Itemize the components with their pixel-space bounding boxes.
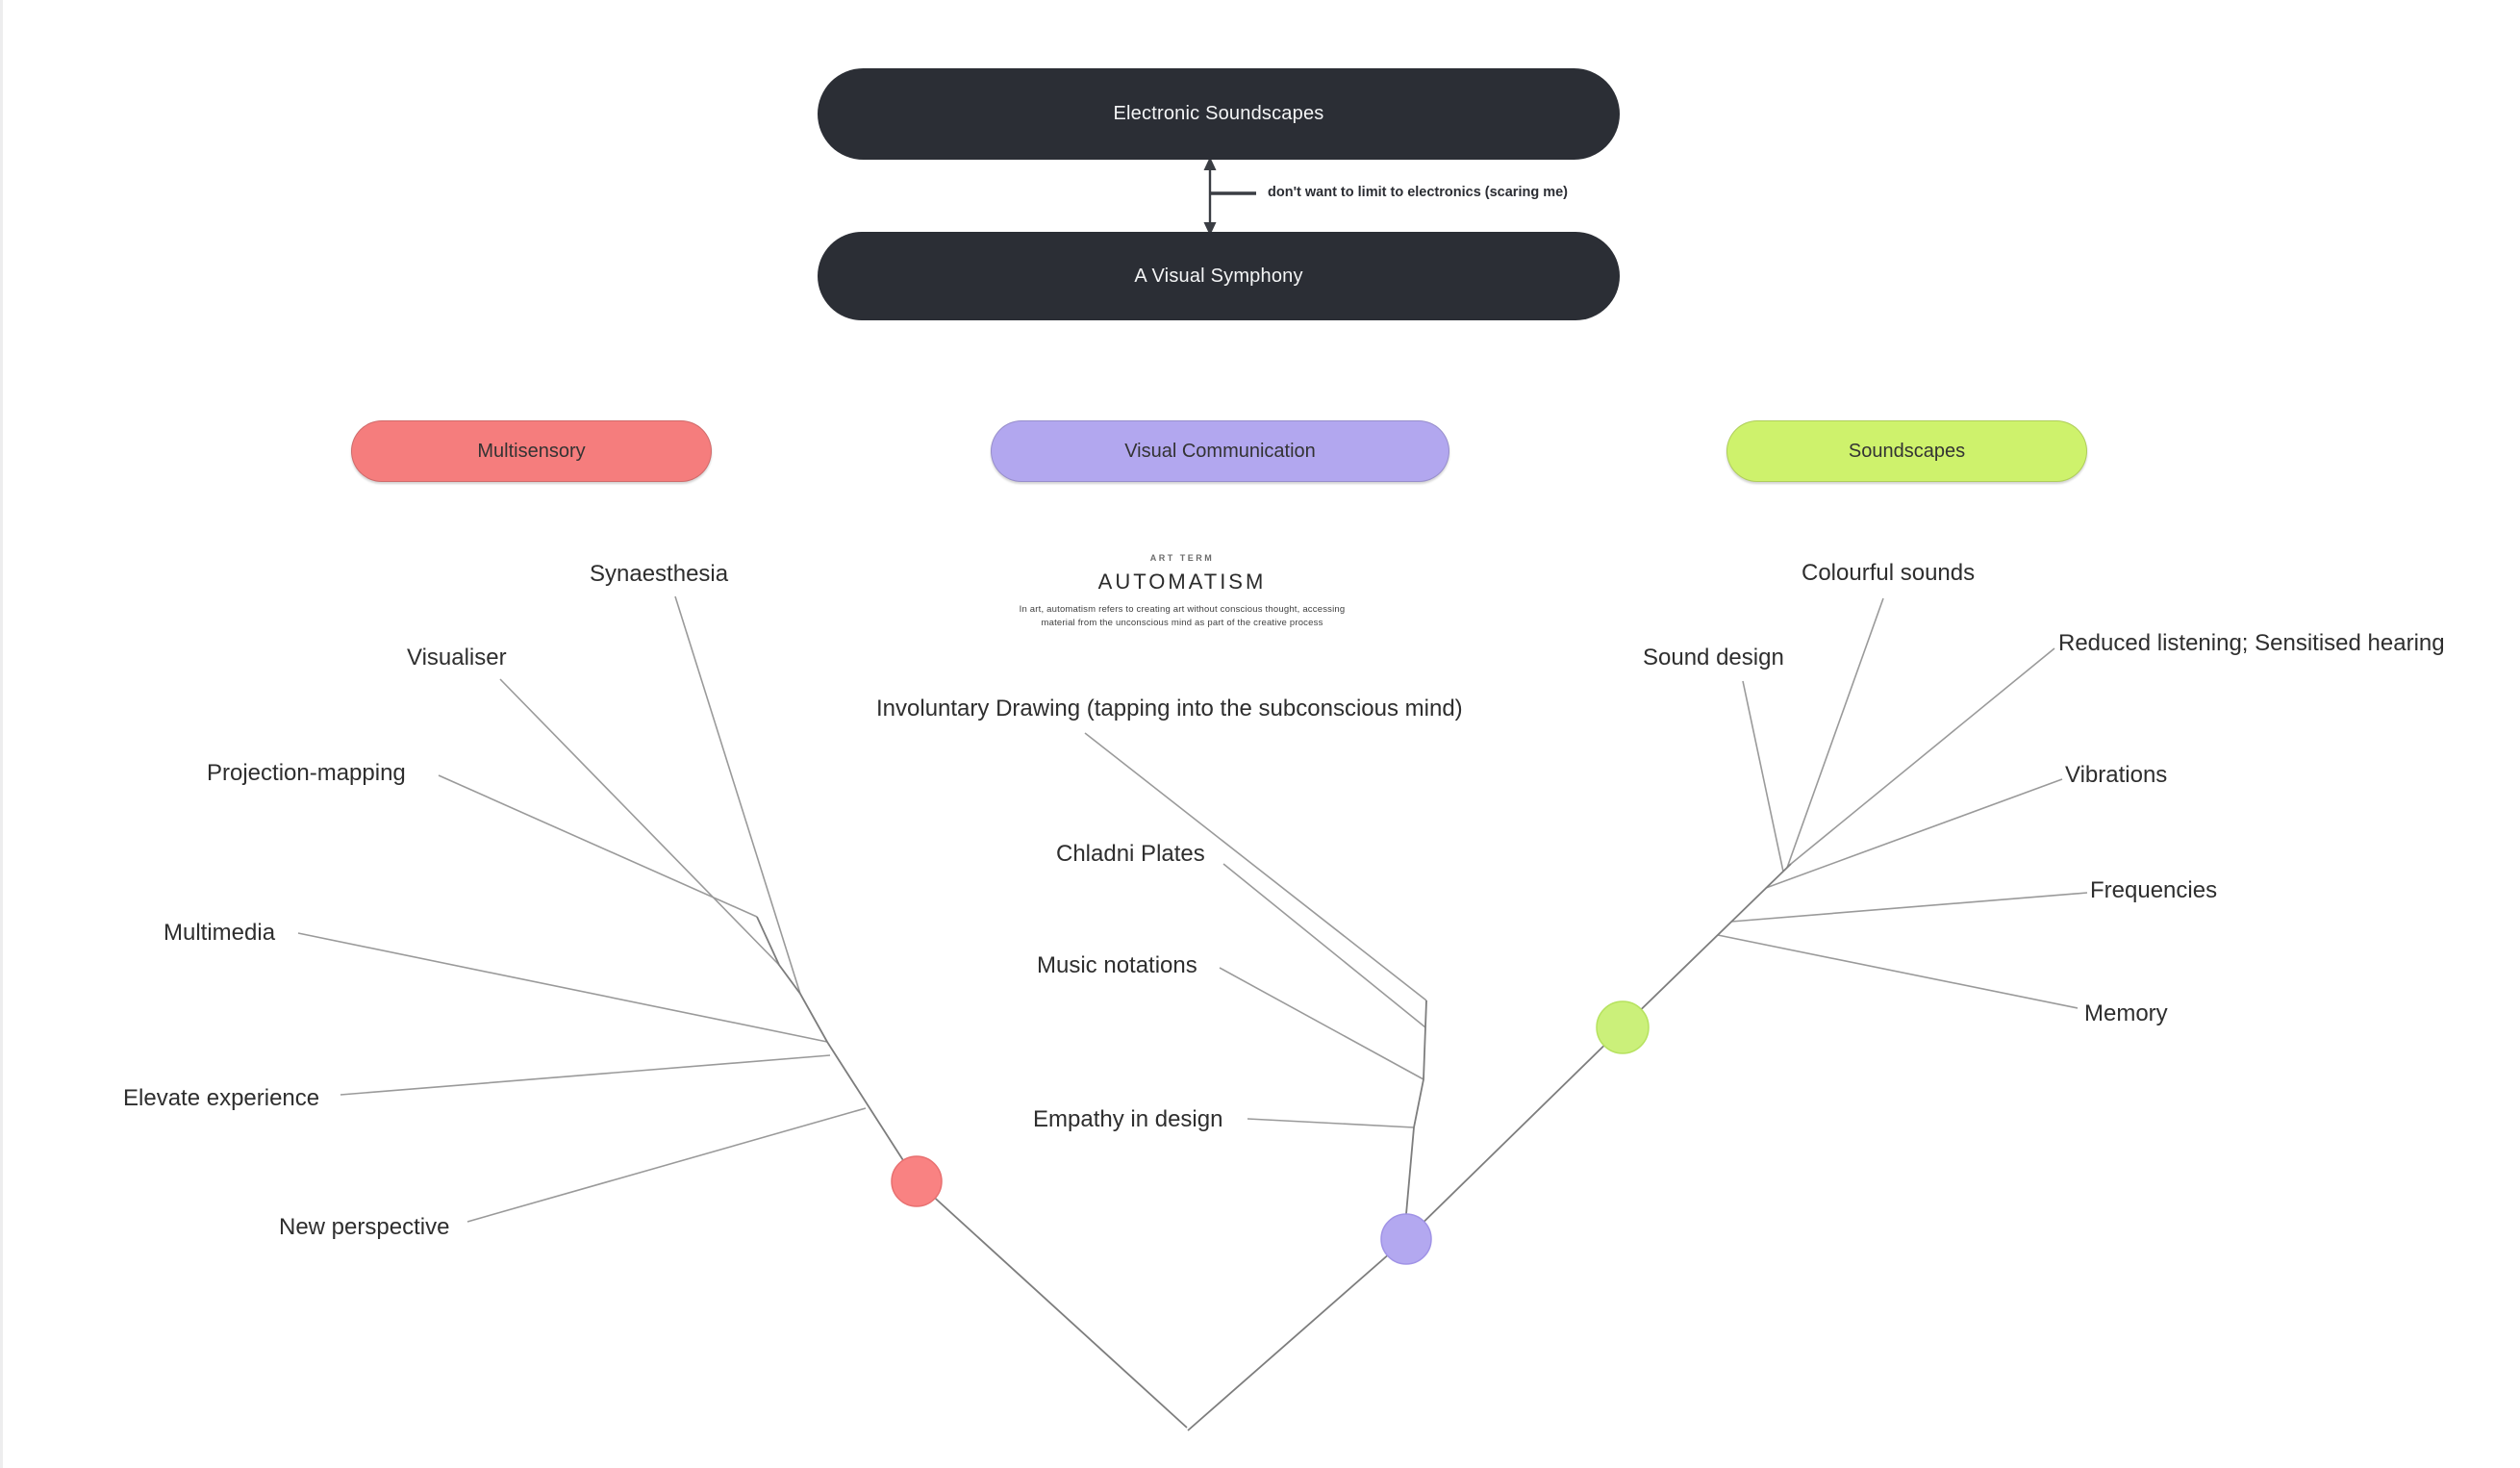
arrow-note-label[interactable]: don't want to limit to electronics (scar…: [1268, 185, 1569, 200]
trunk-multisensory: [756, 916, 918, 1182]
flow-node-a-visual-symphony[interactable]: A Visual Symphony: [818, 232, 1620, 320]
map-label-music-notations[interactable]: Music notations: [1037, 952, 1197, 978]
map-label-synaesthesia[interactable]: Synaesthesia: [590, 561, 729, 587]
automatism-eyebrow: ART TERM: [1149, 553, 1215, 563]
connector-frequencies: [1730, 892, 2088, 923]
branch-node-multisensory[interactable]: [891, 1155, 943, 1207]
connector-colourful-sounds: [1786, 597, 1884, 869]
category-pill-visual-communication[interactable]: Visual Communication: [991, 420, 1449, 482]
category-pill-soundscapes[interactable]: Soundscapes: [1726, 420, 2087, 482]
map-label-vibrations[interactable]: Vibrations: [2065, 762, 2168, 788]
connector-elevate-experience: [340, 1054, 831, 1096]
map-label-frequencies[interactable]: Frequencies: [2090, 877, 2218, 903]
branch-node-visual-communication[interactable]: [1380, 1213, 1432, 1265]
connector-projection-mapping: [438, 774, 758, 918]
map-label-projection-mapping[interactable]: Projection-mapping: [207, 760, 406, 786]
v-line-right: [1187, 1238, 1407, 1431]
flow-node-electronic-soundscapes[interactable]: Electronic Soundscapes: [818, 68, 1620, 160]
connector-multimedia: [297, 932, 828, 1043]
flow-node-label: A Visual Symphony: [1134, 265, 1303, 287]
map-label-sound-design[interactable]: Sound design: [1643, 645, 1784, 671]
v-line-left: [916, 1180, 1188, 1429]
map-label-empathy-in-design[interactable]: Empathy in design: [1033, 1106, 1223, 1132]
category-pill-multisensory[interactable]: Multisensory: [351, 420, 712, 482]
map-label-visualiser[interactable]: Visualiser: [407, 645, 507, 671]
map-label-involuntary-drawing[interactable]: Involuntary Drawing (tapping into the su…: [876, 696, 1463, 721]
connector-empathy-in-design: [1247, 1118, 1415, 1128]
canvas-edge: [0, 0, 3, 1468]
flow-node-label: Electronic Soundscapes: [1113, 103, 1324, 124]
map-label-colourful-sounds[interactable]: Colourful sounds: [1802, 560, 1976, 586]
v-line-upper-right: [1405, 1026, 1624, 1240]
map-label-memory[interactable]: Memory: [2084, 1000, 2168, 1026]
trunk-soundscapes: [1622, 863, 1792, 1028]
automatism-description: In art, automatism refers to creating ar…: [1008, 603, 1356, 630]
connector-new-perspective: [466, 1107, 867, 1223]
connector-vibrations: [1765, 778, 2063, 889]
automatism-description-line: material from the unconscious mind as pa…: [1041, 618, 1323, 628]
map-label-multimedia[interactable]: Multimedia: [164, 920, 276, 946]
map-label-reduced-listening[interactable]: Reduced listening; Sensitised hearing: [2058, 630, 2445, 656]
connector-memory: [1717, 934, 2079, 1009]
connector-visualiser: [499, 678, 780, 966]
category-pill-label: Visual Communication: [1124, 440, 1316, 462]
map-label-elevate-experience[interactable]: Elevate experience: [123, 1085, 320, 1111]
category-pill-label: Soundscapes: [1848, 440, 1966, 462]
automatism-title: AUTOMATISM: [1097, 569, 1267, 594]
map-label-chladni-plates[interactable]: Chladni Plates: [1056, 841, 1205, 867]
automatism-card[interactable]: ART TERM AUTOMATISM In art, automatism r…: [1008, 553, 1356, 630]
connector-involuntary-drawing: [1084, 732, 1427, 1001]
automatism-description-line: In art, automatism refers to creating ar…: [1019, 604, 1346, 615]
category-pill-label: Multisensory: [477, 440, 586, 462]
connector-music-notations: [1219, 967, 1424, 1080]
branch-node-soundscapes[interactable]: [1596, 1000, 1650, 1054]
connector-sound-design: [1742, 680, 1784, 873]
connector-synaesthesia: [674, 595, 801, 995]
flow-arrow: [1203, 157, 1256, 236]
connector-reduced-listening: [1790, 647, 2055, 865]
connector-chladni-plates: [1222, 863, 1426, 1028]
map-label-new-perspective[interactable]: New perspective: [279, 1214, 450, 1240]
trunk-visual-communication: [1405, 1000, 1427, 1215]
